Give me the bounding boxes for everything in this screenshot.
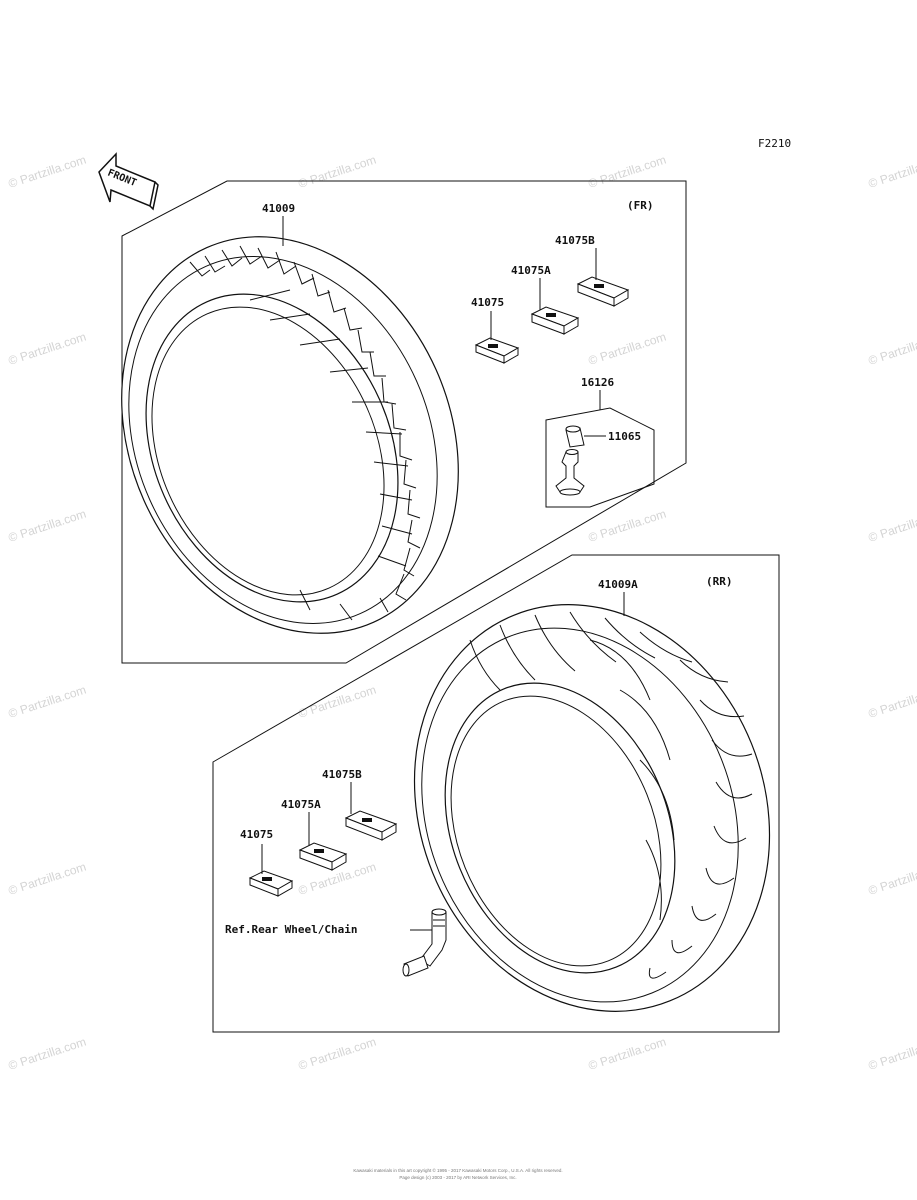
label-11065: 11065: [608, 430, 641, 443]
valve-assembly-box: [545, 407, 655, 508]
front-direction-arrow: FRONT: [98, 152, 159, 211]
rear-weight-41075B: [344, 810, 398, 841]
watermark: © Partzilla.com: [587, 330, 668, 368]
watermark: © Partzilla.com: [297, 683, 378, 721]
valve-cap-part: [565, 425, 585, 448]
label-16126: 16126: [581, 376, 614, 389]
rear-tread-pattern: [469, 611, 753, 979]
watermark: © Partzilla.com: [7, 683, 88, 721]
watermark: © Partzilla.com: [867, 1035, 917, 1073]
watermark: © Partzilla.com: [867, 153, 917, 191]
watermark: © Partzilla.com: [7, 330, 88, 368]
label-41009: 41009: [262, 202, 295, 215]
front-tire: [121, 236, 459, 634]
copyright-line-1: Kawasaki materials in this art copyright…: [353, 1167, 562, 1173]
front-weight-41075A: [530, 306, 580, 335]
label-rear-valve-reference: Ref.Rear Wheel/Chain: [225, 923, 357, 936]
figure-code: F2210: [758, 137, 791, 150]
watermark: © Partzilla.com: [867, 683, 917, 721]
rear-weight-41075: [248, 870, 294, 897]
label-front-41075A: 41075A: [511, 264, 551, 277]
front-weight-41075B: [576, 276, 630, 307]
watermark: © Partzilla.com: [297, 1035, 378, 1073]
watermark: © Partzilla.com: [7, 507, 88, 545]
watermark: © Partzilla.com: [7, 860, 88, 898]
front-tread-pattern: [189, 245, 421, 621]
label-front-41075B: 41075B: [555, 234, 595, 247]
watermark-layer: © Partzilla.com © Partzilla.com © Partzi…: [7, 153, 917, 1073]
label-front-41075: 41075: [471, 296, 504, 309]
rear-tire-panel: (RR): [212, 554, 780, 1033]
label-rear-41075A: 41075A: [281, 798, 321, 811]
rear-valve-part: [402, 908, 447, 977]
watermark: © Partzilla.com: [7, 153, 88, 191]
front-weight-41075: [474, 337, 520, 364]
label-41009A: 41009A: [598, 578, 638, 591]
watermark: © Partzilla.com: [867, 330, 917, 368]
front-tire-panel: (FR): [121, 180, 687, 664]
rear-weight-41075A: [298, 842, 348, 871]
front-panel-outline: [121, 180, 687, 664]
watermark: © Partzilla.com: [867, 507, 917, 545]
rear-group-tag: (RR): [706, 575, 733, 588]
watermark: © Partzilla.com: [587, 507, 668, 545]
front-group-tag: (FR): [627, 199, 654, 212]
rear-tire: [413, 604, 771, 1012]
watermark: © Partzilla.com: [7, 1035, 88, 1073]
watermark: © Partzilla.com: [587, 153, 668, 191]
label-rear-41075B: 41075B: [322, 768, 362, 781]
watermark: © Partzilla.com: [297, 153, 378, 191]
rear-panel-outline: [212, 554, 780, 1033]
watermark: © Partzilla.com: [867, 860, 917, 898]
label-rear-41075: 41075: [240, 828, 273, 841]
copyright-line-2: Page design (c) 2003 - 2017 by ARI Netwo…: [399, 1175, 516, 1180]
valve-stem-part: [555, 449, 585, 496]
watermark: © Partzilla.com: [587, 1035, 668, 1073]
